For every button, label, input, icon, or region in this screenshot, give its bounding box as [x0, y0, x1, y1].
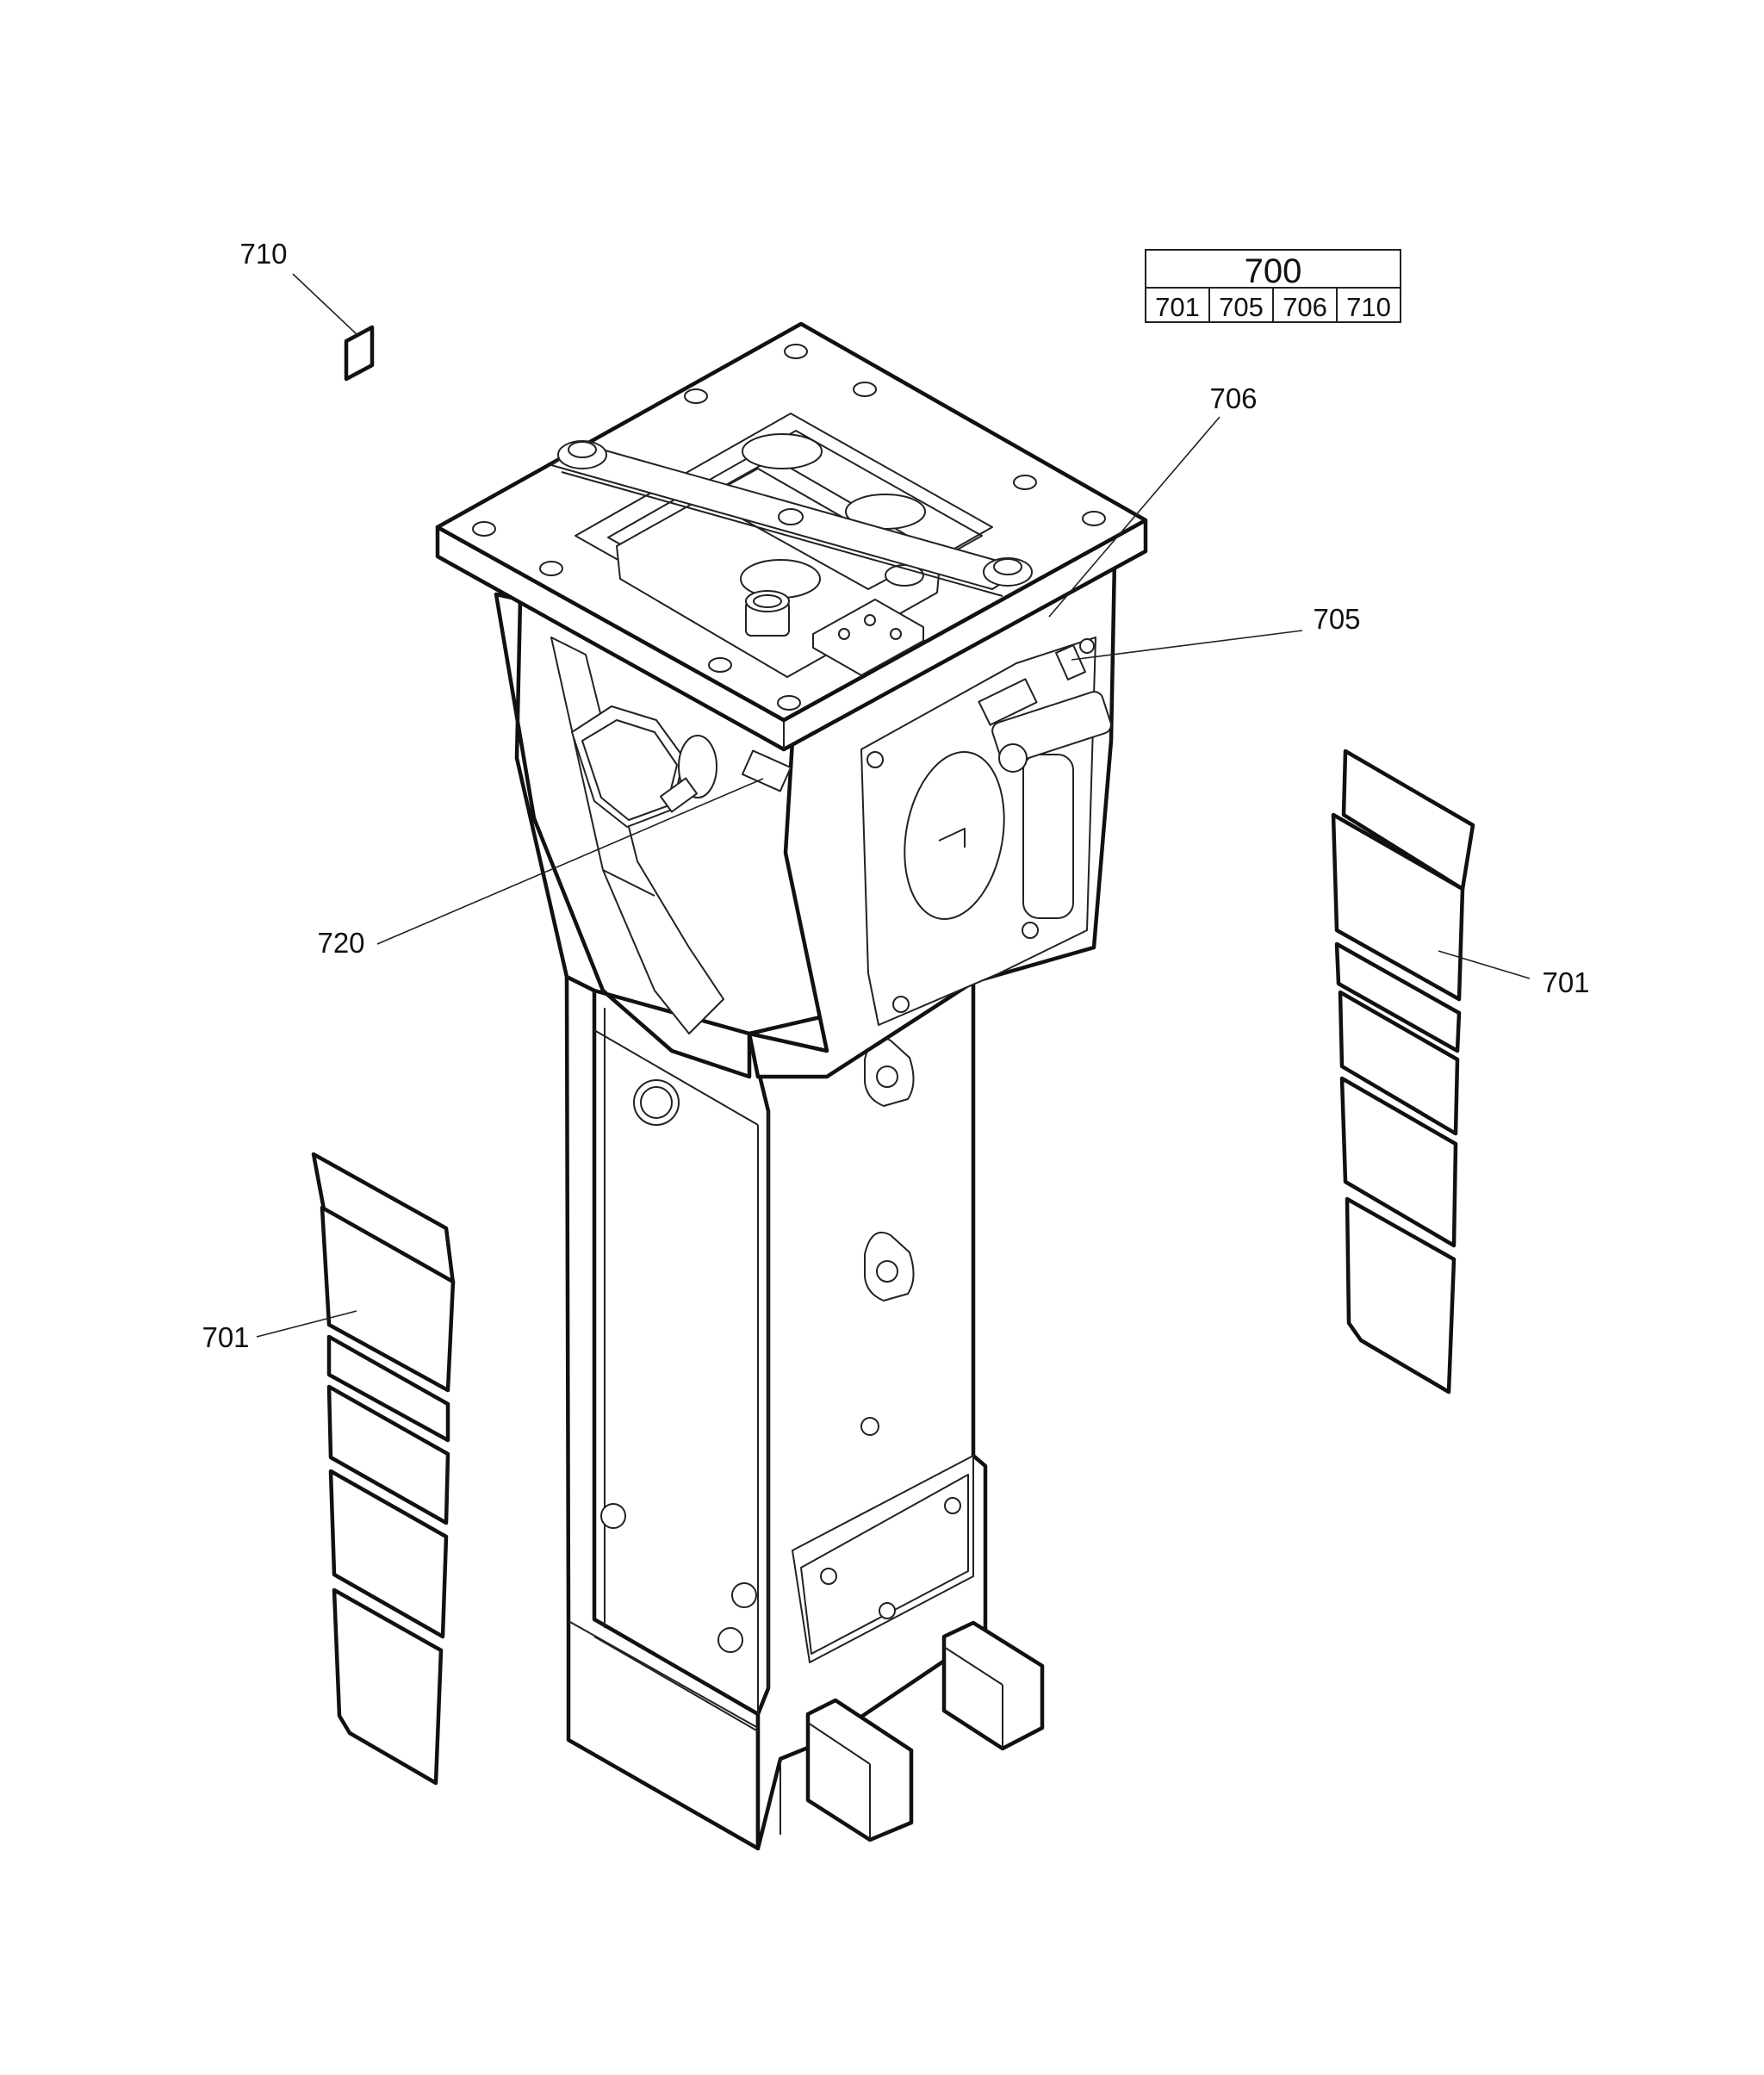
- label-plate-720: [741, 749, 792, 792]
- kit-table: 700 701 705 706 710: [1145, 249, 1401, 323]
- decal-set-701-left: [311, 1152, 456, 1786]
- kit-part-cell: 701: [1155, 292, 1200, 322]
- lifting-eye-lower: [864, 1231, 915, 1302]
- hose-fitting-left: [571, 705, 717, 828]
- retaining-bar: [550, 440, 1033, 597]
- kit-part-cell: 710: [1346, 292, 1391, 322]
- filter-unit: [991, 691, 1112, 919]
- callout-705: 705: [1313, 603, 1360, 635]
- callout-701-left: 701: [202, 1321, 249, 1353]
- wear-plate: [792, 1455, 974, 1663]
- leader-lines: [256, 273, 1531, 1338]
- callout-720: 720: [317, 927, 364, 959]
- foot-block-front: [805, 1698, 914, 1842]
- callout-labels: 710 706 705 720 701 701: [202, 238, 1589, 1353]
- top-plate-bolt-holes: [472, 344, 1106, 711]
- pressure-gauge: [745, 590, 790, 637]
- foot-block-back: [941, 1620, 1045, 1751]
- decal-set-701-right: [1331, 749, 1475, 1395]
- breaker-assembly: [435, 321, 1148, 1851]
- callout-706: 706: [1209, 382, 1257, 414]
- kit-number: 700: [1245, 252, 1302, 290]
- kit-part-cell: 706: [1283, 292, 1327, 322]
- callout-701-right: 701: [1542, 966, 1589, 998]
- kit-part-cell: 705: [1219, 292, 1264, 322]
- callout-710: 710: [239, 238, 287, 270]
- label-plate-706: [978, 678, 1038, 726]
- decal-710: [344, 325, 375, 382]
- column-front-face: [747, 979, 988, 1851]
